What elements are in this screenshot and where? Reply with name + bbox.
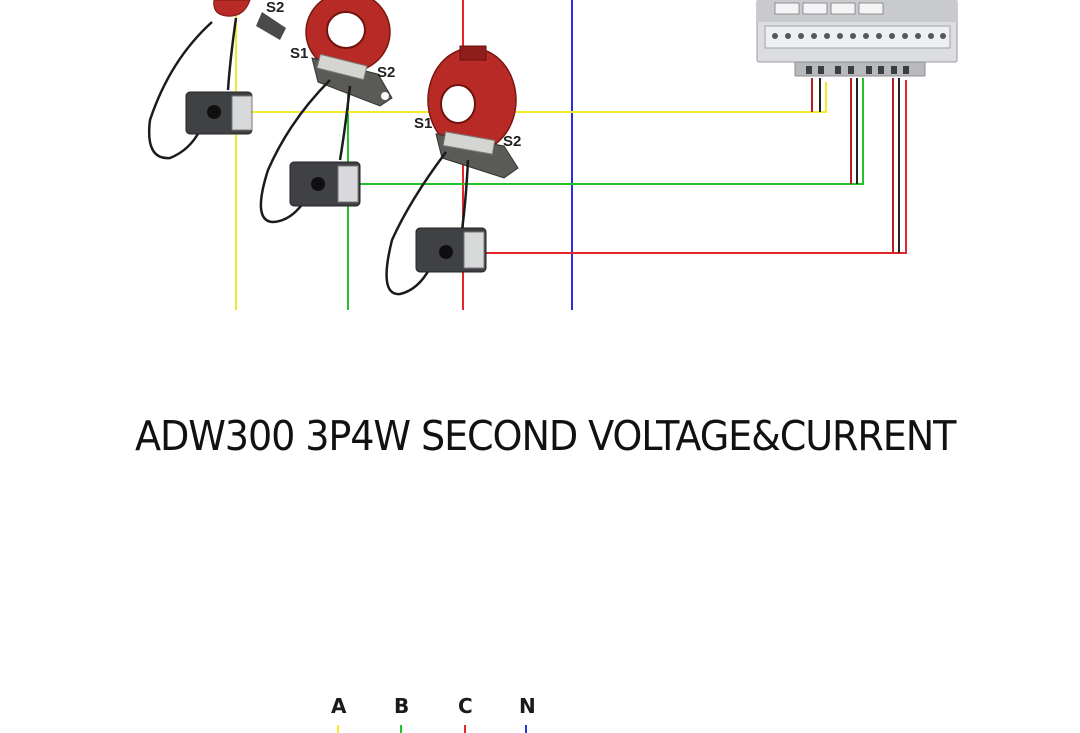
- split-core-sensor-c: [385, 151, 487, 296]
- ct-a-s2-label: S2: [266, 0, 284, 16]
- adw300-meter: [756, 0, 958, 77]
- phase-b-signal-wire: [330, 78, 864, 185]
- ct-c-s1-label: S1: [414, 115, 432, 132]
- phase-b-label: B: [394, 694, 410, 718]
- ct-b-s2-label: S2: [377, 64, 395, 81]
- ct-c-s2-label: S2: [503, 133, 521, 150]
- current-transformer-b: S1 S2: [290, 0, 395, 107]
- neutral-label: N: [519, 694, 536, 718]
- phase-a-label: A: [331, 694, 347, 718]
- phase-c-label: C: [458, 694, 473, 718]
- phase-c-signal-wire: [458, 80, 907, 254]
- split-core-sensor-a: [147, 17, 253, 160]
- split-core-sensor-b: [259, 79, 361, 224]
- current-transformer-a: S2: [213, 0, 286, 40]
- current-transformer-c: S1 S2: [414, 45, 521, 179]
- diagram-title: ADW300 3P4W SECOND VOLTAGE&CURRENT: [135, 412, 956, 460]
- ct-b-s1-label: S1: [290, 45, 308, 62]
